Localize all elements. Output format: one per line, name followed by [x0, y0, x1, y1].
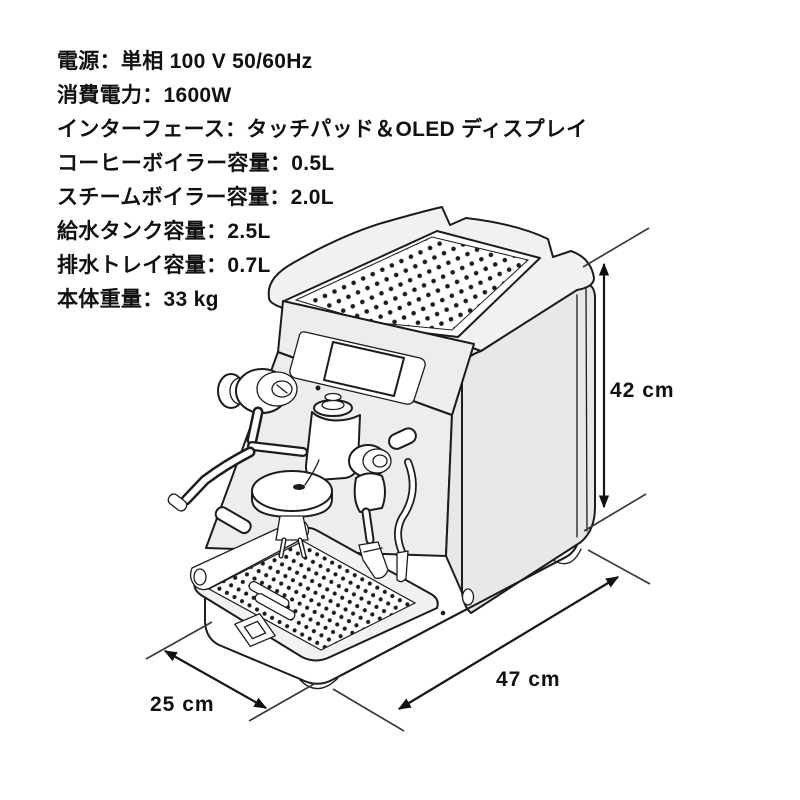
spec-list: 電源：単相 100 V 50/60Hz 消費電力：1600W インターフェース：… [57, 45, 588, 317]
spec-line-drip-tray: 排水トレイ容量：0.7L [57, 254, 271, 277]
spec-line-weight: 本体重量：33 kg [57, 288, 219, 311]
depth-arrow [397, 576, 620, 710]
rail-end-cap [193, 568, 207, 586]
drip-tray-grate [207, 540, 417, 651]
steam-knob [388, 427, 417, 450]
spec-line-coffee-boiler: コーヒーボイラー容量：0.5L [57, 152, 335, 175]
base-screw [440, 610, 446, 616]
panel-dot [315, 385, 321, 391]
right-pressure-gauge [348, 444, 392, 478]
valve-body [353, 472, 386, 513]
spec-line-interface: インターフェース：タッチパッド＆OLED ディスプレイ [57, 118, 588, 141]
machine-body [205, 206, 596, 614]
portafilter-handle [214, 506, 252, 535]
width-arrow [163, 650, 268, 709]
height-dimension: 42 cm [582, 227, 675, 532]
spec-line-water-tank: 給水タンク容量：2.5L [57, 220, 271, 243]
rear-foot [552, 548, 582, 565]
portafilter-spout [275, 515, 309, 541]
front-foot [299, 677, 339, 690]
width-dimension: 25 cm [145, 621, 315, 722]
depth-dimension-label: 47 cm [496, 668, 561, 691]
right-steam-wand [353, 458, 417, 583]
oled-screen [323, 341, 405, 397]
brand-diamond-logo [234, 613, 276, 647]
steam-wand-tip [167, 493, 188, 512]
side-panel-seams [576, 288, 588, 538]
left-pressure-gauge [217, 368, 298, 414]
group-head [304, 392, 361, 481]
gauge-needle [276, 384, 288, 394]
spec-line-steam-boiler: スチームボイラー容量：2.0L [57, 186, 334, 209]
front-components [167, 368, 417, 583]
width-dimension-label: 25 cm [150, 693, 215, 716]
dimension-annotations: 42 cm 47 cm 25 cm [145, 227, 675, 732]
base-side-button [461, 588, 475, 606]
spec-line-consumption: 消費電力：1600W [57, 84, 232, 107]
left-steam-wand [167, 446, 256, 512]
right-wand-tip [396, 550, 409, 583]
depth-dimension: 47 cm [332, 549, 651, 732]
height-dimension-label: 42 cm [610, 379, 675, 402]
spec-line-power: 電源：単相 100 V 50/60Hz [57, 50, 313, 73]
portafilter [214, 459, 333, 559]
grate-slot [254, 592, 296, 621]
machine-illustration [167, 206, 596, 690]
